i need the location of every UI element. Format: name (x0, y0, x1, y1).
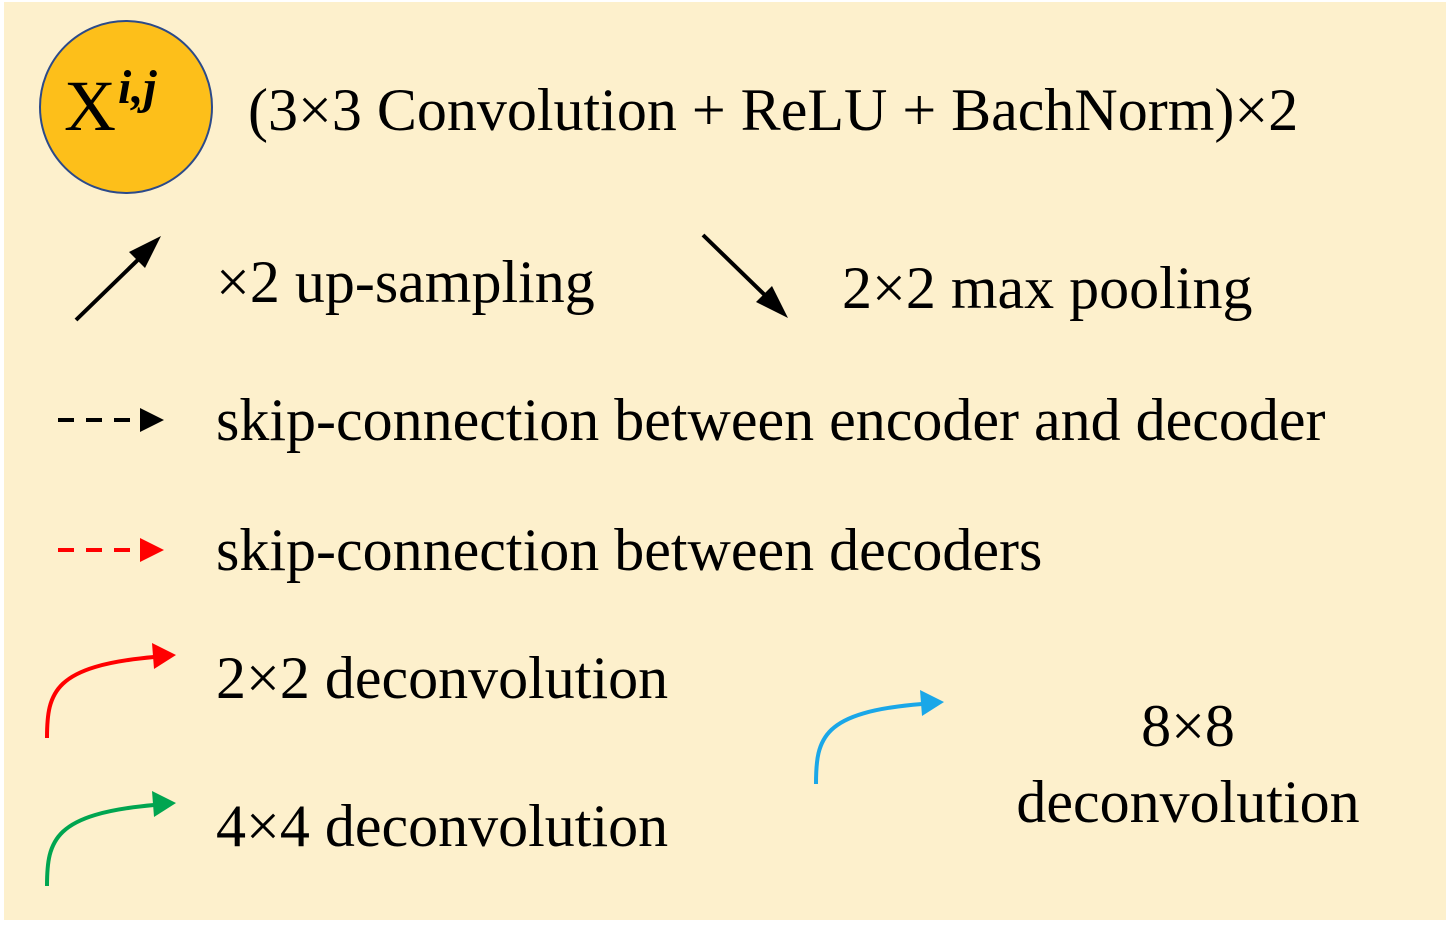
node-description-label: (3×3 Convolution + ReLU + BachNorm)×2 (248, 77, 1299, 143)
legend-panel: X i,j (3×3 Convolution + ReLU + BachNorm… (4, 2, 1446, 920)
skip-encoder-decoder-arrow-icon (58, 408, 164, 432)
node-symbol-superscript: i,j (118, 61, 157, 114)
up-sampling-arrow-icon (74, 236, 161, 322)
node-circle (39, 20, 213, 194)
legend-graphics (39, 20, 944, 887)
deconv-8x8-label-line2: deconvolution (1016, 769, 1360, 835)
deconv-4x4-arrow-icon (45, 791, 176, 887)
skip-encoder-decoder-label: skip-connection between encoder and deco… (216, 387, 1326, 453)
skip-decoders-label: skip-connection between decoders (216, 517, 1043, 583)
up-sampling-label: ×2 up-sampling (216, 249, 595, 315)
node-symbol-base: X (64, 66, 116, 146)
max-pooling-arrow-icon (701, 233, 788, 318)
deconv-2x2-label: 2×2 deconvolution (216, 645, 669, 711)
node-symbol: X i,j (64, 64, 157, 143)
deconv-2x2-arrow-icon (45, 643, 176, 739)
deconv-4x4-label: 4×4 deconvolution (216, 793, 669, 859)
max-pooling-label: 2×2 max pooling (842, 255, 1253, 321)
deconv-8x8-label-line1: 8×8 (1141, 693, 1235, 759)
skip-decoders-arrow-icon (58, 538, 164, 562)
deconv-8x8-arrow-icon (814, 690, 944, 785)
